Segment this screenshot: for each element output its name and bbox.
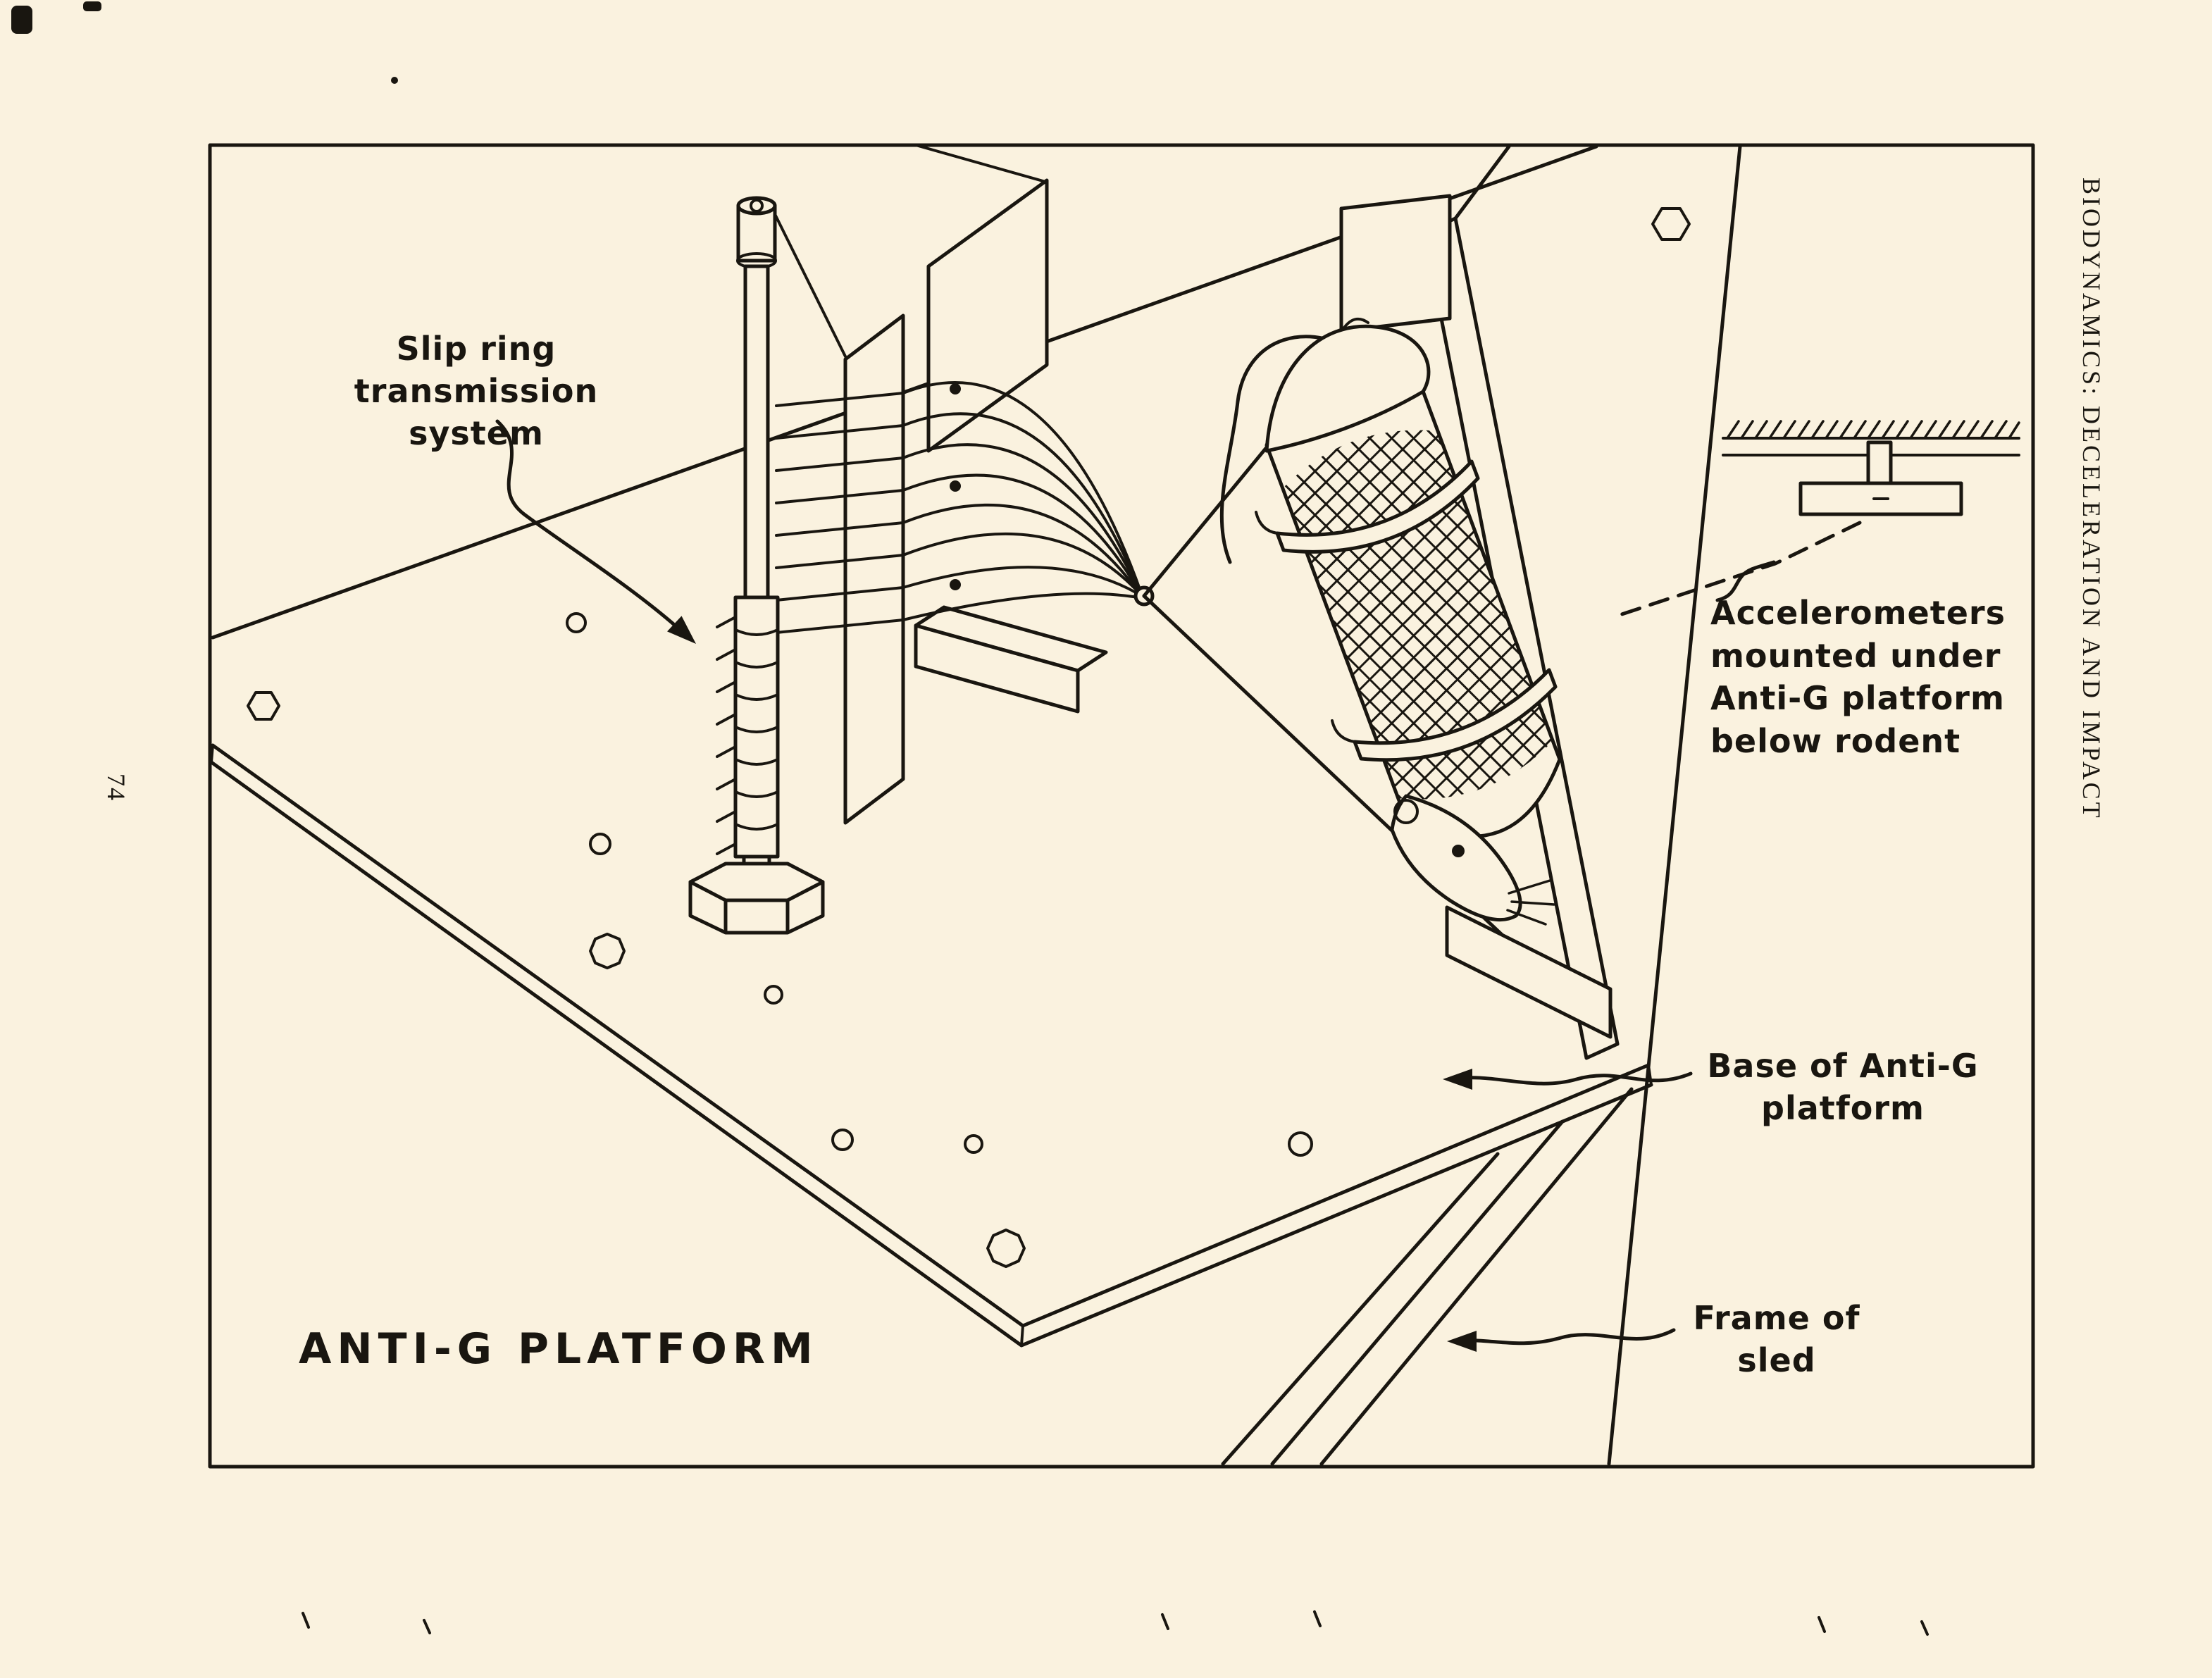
platform-fasteners [247, 207, 1691, 1268]
label-line: mounted under [1710, 636, 2001, 675]
label-line: Base of Anti-G [1707, 1047, 1979, 1085]
running-head-book-title: BIODYNAMICS: [2077, 178, 2106, 398]
restraint-strap [1353, 668, 1558, 762]
accelerometer-detail [1620, 420, 2020, 616]
label-line: system [409, 414, 544, 452]
slip-ring-mast [688, 196, 825, 935]
scan-artifacts [11, 1, 1929, 1636]
label-line: Anti-G platform [1710, 679, 2005, 718]
rat-tail [1219, 335, 1369, 564]
restraint-strap [1275, 459, 1480, 554]
slip-ring-leader [495, 419, 687, 636]
dashed-leader-line [1620, 521, 1862, 616]
figure-border [208, 143, 2035, 1469]
frame-sled-leader [1455, 1328, 1676, 1345]
page-number: 74 [102, 773, 130, 802]
base-platform-leader [1450, 1071, 1693, 1086]
label-base-of-anti-g-platform: Base of Anti-G platform [1688, 1045, 1998, 1130]
label-line: platform [1761, 1088, 1925, 1127]
rodent-restraint [1219, 317, 1562, 926]
label-slip-ring-transmission: Slip ring transmission system [272, 328, 681, 454]
label-line: below rodent [1710, 722, 1961, 761]
leader-arrows [495, 419, 1776, 1352]
rat-hindquarters [1265, 324, 1431, 453]
sled-frame-rails [1221, 144, 1742, 1466]
label-line: Frame of [1693, 1299, 1860, 1337]
anti-g-plate [1142, 194, 1620, 1060]
accelerometer-leader [1715, 560, 1776, 602]
running-head-chapter: DECELERATION AND IMPACT [2077, 406, 2106, 821]
rat-whiskers [1506, 879, 1555, 926]
label-accelerometers: Accelerometers mounted under Anti-G plat… [1710, 592, 2042, 763]
rat-eye [1452, 845, 1465, 857]
label-line: sled [1737, 1341, 1816, 1379]
slip-ring-wire-fan [775, 381, 1155, 634]
label-line: Slip ring transmission [354, 330, 599, 410]
figure-title: ANTI-G PLATFORM [299, 1324, 819, 1374]
wiring-boards [773, 144, 1108, 825]
label-line: Accelerometers [1710, 594, 2006, 632]
label-frame-of-sled: Frame of sled [1671, 1298, 1882, 1382]
rat-head [1390, 794, 1522, 922]
